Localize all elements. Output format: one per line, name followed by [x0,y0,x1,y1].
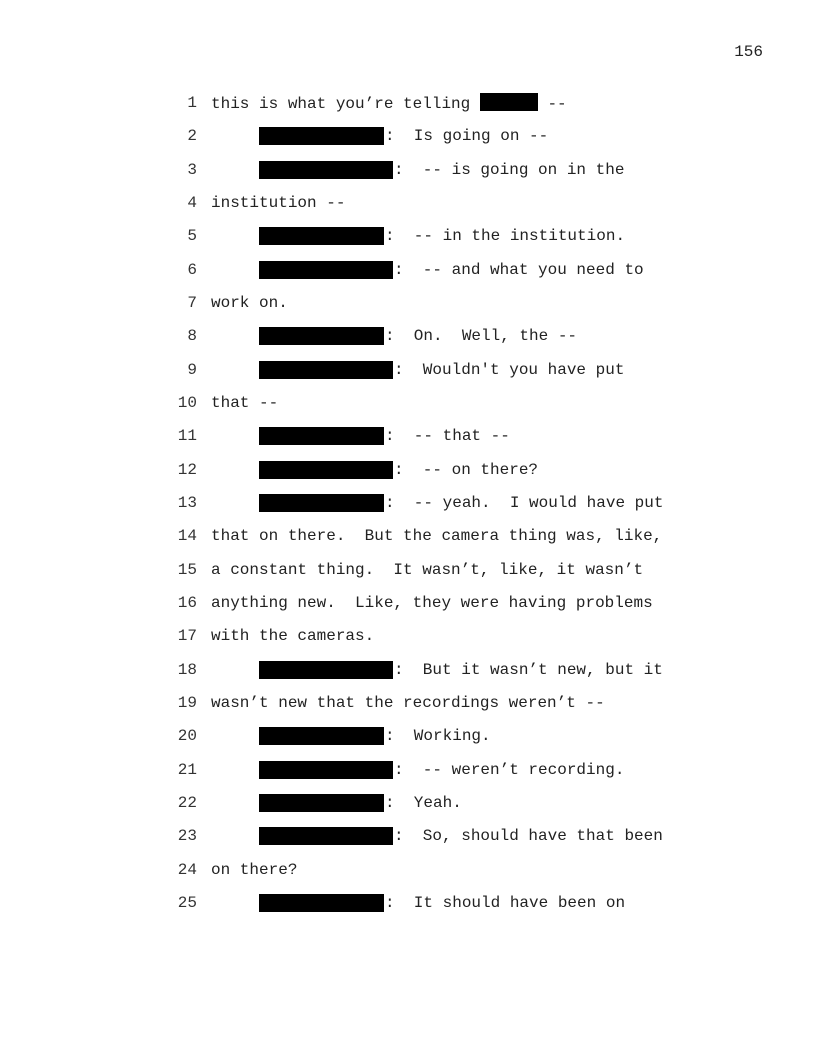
speaker-text: : -- and what you need to [394,260,644,279]
line-text: with the cameras. [211,627,375,646]
line-number: 1 [187,94,197,112]
transcript-line: 4 institution -- [0,193,816,213]
line-text: wasn’t new that the recordings weren’t -… [211,693,605,712]
transcript-line: 6 : -- and what you need to [0,260,816,280]
line-text: that on there. But the camera thing was,… [211,527,663,546]
speaker-text: : Wouldn't you have put [394,360,625,379]
redacted-speaker-name [259,793,384,812]
transcript-line: 25 : It should have been on [0,893,816,913]
line-number: 23 [177,827,197,846]
line-number: 5 [187,227,197,246]
redacted-speaker-name [259,893,384,912]
redacted-speaker-name [259,260,393,279]
redacted-speaker-name [259,227,384,246]
line-number: 18 [177,660,197,679]
line-text: that -- [211,393,279,412]
transcript-line: 24 on there? [0,860,816,880]
transcript-line: 23 : So, should have that been [0,826,816,846]
redaction-box [479,93,538,111]
line-number: 13 [177,493,197,512]
redacted-speaker-name [259,727,384,746]
speaker-text: : Working. [385,727,491,746]
transcript-line: 10 that -- [0,393,816,413]
line-text: institution -- [211,193,346,212]
transcript-line: 13 : -- yeah. I would have put [0,493,816,513]
line-number: 6 [187,260,197,279]
line-number: 11 [177,427,197,446]
speaker-text: : -- is going on in the [394,160,625,179]
transcript-line: 8 : On. Well, the -- [0,326,816,346]
transcript-line: 21 : -- weren’t recording. [0,760,816,780]
line-text: this is what you’re telling -- [211,93,567,114]
line-number: 15 [177,560,197,579]
line-number: 21 [177,760,197,779]
transcript-line: 2 : Is going on -- [0,126,816,146]
redacted-speaker-name [259,160,393,179]
line-number: 8 [187,327,197,346]
line-number: 14 [177,527,197,546]
speaker-text: : -- weren’t recording. [394,760,625,779]
line-number: 12 [177,460,197,479]
line-number: 7 [187,293,197,312]
transcript-line: 5 : -- in the institution. [0,226,816,246]
line-text: work on. [211,293,288,312]
speaker-text: : -- in the institution. [385,227,626,246]
speaker-text: : Yeah. [385,793,462,812]
line-number: 3 [187,160,197,179]
line-text: anything new. Like, they were having pro… [211,593,653,612]
line-number: 2 [187,127,197,146]
speaker-text: : It should have been on [385,893,626,912]
line-number: 24 [177,860,197,879]
transcript-line: 22 : Yeah. [0,793,816,813]
redacted-speaker-name [259,493,384,512]
redacted-speaker-name [259,760,393,779]
line-text: on there? [211,860,298,879]
transcript-line: 19 wasn’t new that the recordings weren’t… [0,693,816,713]
speaker-text: : On. Well, the -- [385,327,578,346]
redacted-speaker-name [259,660,393,679]
redacted-speaker-name [259,360,393,379]
speaker-text: : But it wasn’t new, but it [394,660,663,679]
line-number: 20 [177,727,197,746]
transcript-line: 1 this is what you’re telling -- [0,93,816,113]
transcript-line: 7 work on. [0,293,816,313]
speaker-text: : So, should have that been [394,827,663,846]
page-number: 156 [734,43,763,61]
line-text-start: this is what you’re telling [211,95,480,113]
line-number: 4 [187,193,197,212]
transcript-line: 3 : -- is going on in the [0,160,816,180]
line-number: 25 [177,893,197,912]
transcript-line: 15 a constant thing. It wasn’t, like, it … [0,560,816,580]
transcript-line: 17 with the cameras. [0,626,816,646]
redacted-speaker-name [259,127,384,146]
redacted-speaker-name [259,827,393,846]
transcript-line: 20 : Working. [0,726,816,746]
line-number: 16 [177,593,197,612]
speaker-text: : -- that -- [385,427,510,446]
transcript-line: 11 : -- that -- [0,426,816,446]
line-number: 9 [187,360,197,379]
transcript-line: 9 : Wouldn't you have put [0,360,816,380]
speaker-text: : -- on there? [394,460,539,479]
transcript-line: 14 that on there. But the camera thing wa… [0,526,816,546]
speaker-text: : Is going on -- [385,127,549,146]
redacted-speaker-name [259,460,393,479]
redacted-speaker-name [259,327,384,346]
line-number: 17 [177,627,197,646]
transcript-line: 16 anything new. Like, they were having p… [0,593,816,613]
redacted-speaker-name [259,427,384,446]
transcript-line: 12 : -- on there? [0,460,816,480]
transcript-line: 18 : But it wasn’t new, but it [0,660,816,680]
line-number: 10 [177,393,197,412]
line-text-end: -- [537,95,567,113]
speaker-text: : -- yeah. I would have put [385,493,664,512]
line-number: 22 [177,793,197,812]
line-text: a constant thing. It wasn’t, like, it wa… [211,560,644,579]
line-number: 19 [177,693,197,712]
